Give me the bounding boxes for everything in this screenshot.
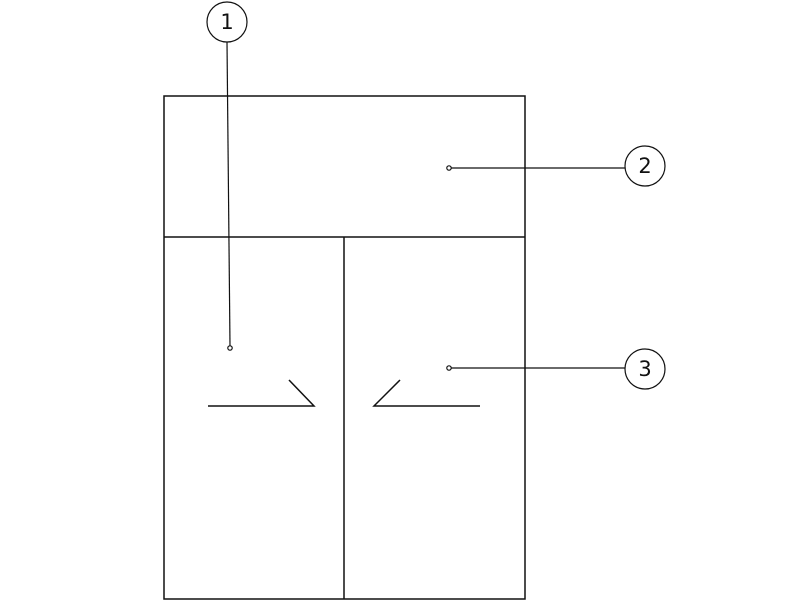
callout-1 bbox=[206, 1, 248, 351]
left-door-handle bbox=[208, 379, 316, 407]
right-door-handle bbox=[372, 379, 480, 407]
callout-3-bubble bbox=[624, 348, 666, 390]
callout-2-anchor-dot bbox=[446, 165, 452, 171]
callout-1-label: 1 bbox=[220, 10, 233, 34]
cabinet bbox=[163, 95, 526, 600]
callout-2-label: 2 bbox=[638, 154, 651, 178]
callout-2 bbox=[446, 145, 666, 187]
callout-1-anchor-dot bbox=[227, 345, 233, 351]
callout-3 bbox=[446, 348, 666, 390]
callout-2-bubble bbox=[624, 145, 666, 187]
callout-3-anchor-dot bbox=[446, 365, 452, 371]
callout-1-leader bbox=[226, 41, 231, 347]
callout-3-label: 3 bbox=[638, 357, 651, 381]
